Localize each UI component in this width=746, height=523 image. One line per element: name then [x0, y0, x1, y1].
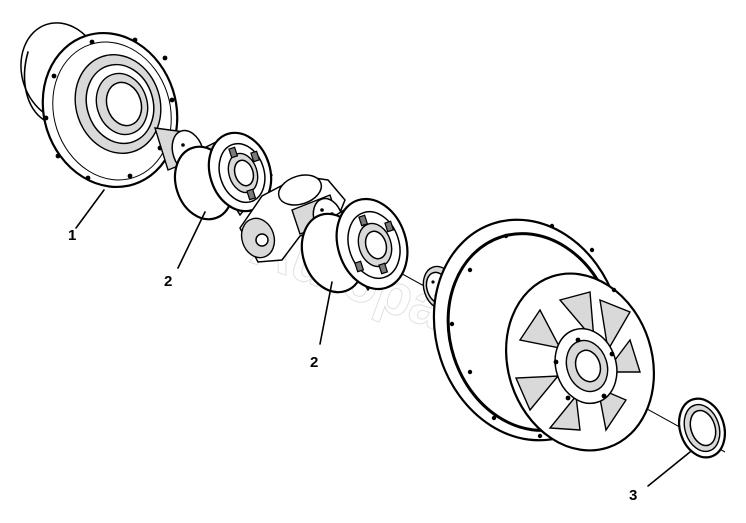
callout-3: 3 — [629, 487, 637, 504]
callout-2-upper: 2 — [164, 273, 172, 290]
bearing-left — [173, 131, 273, 221]
callout-1: 1 — [68, 227, 76, 244]
bearing-right — [300, 197, 409, 294]
seal-ring — [678, 397, 726, 459]
leader-line-2a — [177, 211, 206, 269]
leader-line-1 — [75, 189, 105, 229]
hub-housing-left — [20, 22, 179, 189]
leader-line-3 — [647, 451, 691, 487]
leader-line-2b — [319, 281, 333, 345]
hub-drum-right — [432, 218, 656, 452]
callout-2-lower: 2 — [310, 354, 318, 371]
